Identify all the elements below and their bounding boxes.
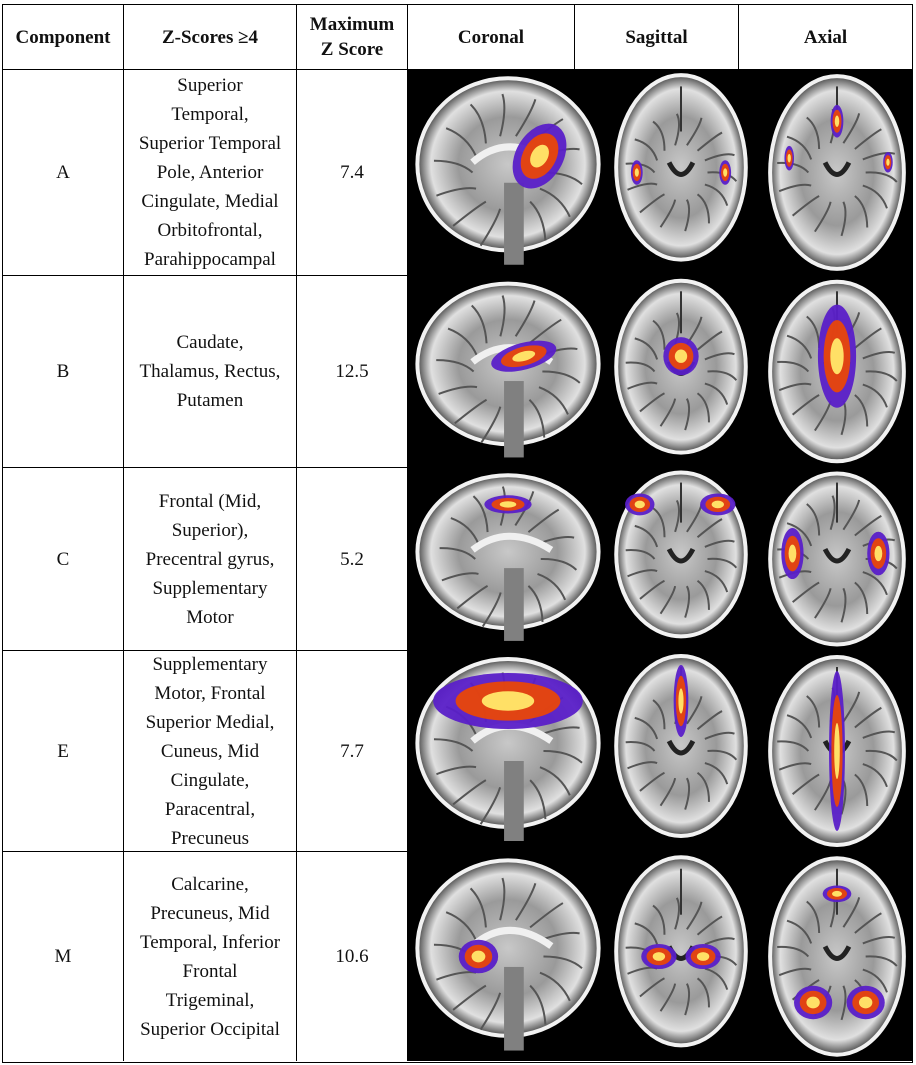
region-line: Caudate, — [176, 332, 244, 353]
scan-cor — [409, 852, 607, 1061]
component-label: B — [3, 276, 124, 467]
region-line: Cingulate, — [170, 769, 250, 791]
region-line: Parahippocampal — [144, 249, 276, 270]
region-line: Supplementary — [152, 577, 268, 599]
scan-cor — [409, 276, 607, 467]
brain-ax-3 — [768, 655, 906, 847]
brain-scan-images — [408, 852, 912, 1061]
brain-sag-0 — [614, 73, 748, 262]
brain-cor-1 — [415, 281, 601, 458]
region-list: Frontal (Mid, Superior), Precentral gyrus,… — [124, 468, 297, 650]
region-line: Superior Occipital — [140, 1018, 280, 1040]
scan-ax — [757, 276, 916, 467]
brain-ax-1 — [768, 279, 906, 464]
region-line: Frontal (Mid, — [158, 490, 262, 512]
region-line: Motor — [186, 606, 234, 628]
brain-sag-2 — [614, 470, 748, 639]
brain-sag-1 — [614, 278, 748, 455]
results-table: Component Z-Scores ≥4 Maximum Z Score Co… — [2, 4, 913, 1063]
brain-scan-images — [408, 468, 912, 650]
max-z-value: 7.7 — [297, 651, 408, 851]
header-sagittal: Sagittal — [575, 5, 739, 69]
region-line: Superior), — [171, 519, 249, 541]
region-line: Precentral gyrus, — [145, 548, 275, 570]
max-z-value: 12.5 — [297, 276, 408, 467]
scan-ax — [757, 70, 916, 275]
region-line: Temporal, — [171, 104, 249, 125]
brain-sag-4 — [614, 855, 748, 1048]
header-axial: Axial — [803, 26, 848, 48]
region-line: Paracentral, — [164, 798, 256, 820]
scan-sag — [607, 651, 755, 851]
brain-ax-0 — [768, 74, 906, 271]
brain-cor-3 — [415, 657, 601, 841]
region-line: Supplementary — [152, 653, 268, 675]
max-z-value: 7.4 — [297, 70, 408, 275]
header-zscores: Z-Scores ≥4 — [124, 5, 297, 69]
brain-scan-images — [408, 70, 912, 275]
region-line: Orbitofrontal, — [157, 220, 263, 241]
region-line: Precuneus, Mid — [150, 902, 270, 924]
brain-scan-images — [408, 276, 912, 467]
header-max-line1: Maximum — [309, 14, 395, 35]
component-label: A — [3, 70, 124, 275]
scan-ax — [757, 852, 916, 1061]
component-label: C — [3, 468, 124, 650]
header-max-line2: Z Score — [320, 39, 384, 60]
scan-sag — [607, 468, 755, 650]
table-row: B Caudate, Thalamus, Rectus, Putamen 12.5 — [3, 275, 912, 467]
component-label: M — [3, 852, 124, 1061]
region-list: Caudate, Thalamus, Rectus, Putamen — [124, 276, 297, 467]
brain-cor-4 — [415, 858, 601, 1051]
scan-cor — [409, 468, 607, 650]
region-line: Putamen — [176, 390, 244, 411]
scan-sag — [607, 852, 755, 1061]
brain-sag-3 — [614, 654, 748, 838]
component-label: E — [3, 651, 124, 851]
region-line: Pole, Anterior — [156, 162, 264, 183]
scan-cor — [409, 651, 607, 851]
region-line: Cingulate, Medial — [141, 191, 279, 212]
max-z-value: 5.2 — [297, 468, 408, 650]
header-max-z: Maximum Z Score — [297, 5, 408, 69]
region-line: Calcarine, — [171, 873, 249, 895]
scan-cor — [409, 70, 607, 275]
max-z-value: 10.6 — [297, 852, 408, 1061]
region-line: Trigeminal, — [165, 989, 255, 1011]
brain-ax-2 — [768, 471, 906, 647]
region-line: Superior Temporal — [138, 133, 282, 154]
table-row: C Frontal (Mid, Superior), Precentral gyrus… — [3, 467, 912, 650]
scan-ax — [757, 651, 916, 851]
region-line: Precuneus — [170, 827, 250, 849]
brain-cor-2 — [415, 473, 601, 641]
scan-ax — [757, 468, 916, 650]
brain-cor-0 — [415, 76, 601, 265]
header-coronal: Coronal — [408, 5, 575, 69]
header-component: Component — [3, 5, 124, 69]
region-line: Motor, Frontal — [154, 682, 266, 704]
table-header: Component Z-Scores ≥4 Maximum Z Score Co… — [3, 5, 912, 69]
scan-sag — [607, 276, 755, 467]
region-line: Thalamus, Rectus, — [139, 361, 281, 382]
region-line: Superior — [177, 75, 243, 96]
brain-ax-4 — [768, 856, 906, 1057]
scan-sag — [607, 70, 755, 275]
region-line: Cuneus, Mid — [160, 740, 260, 762]
region-line: Superior Medial, — [145, 711, 275, 733]
region-line: Temporal, Inferior — [139, 931, 281, 953]
region-line: Frontal — [182, 960, 238, 982]
brain-scan-images — [408, 651, 912, 851]
